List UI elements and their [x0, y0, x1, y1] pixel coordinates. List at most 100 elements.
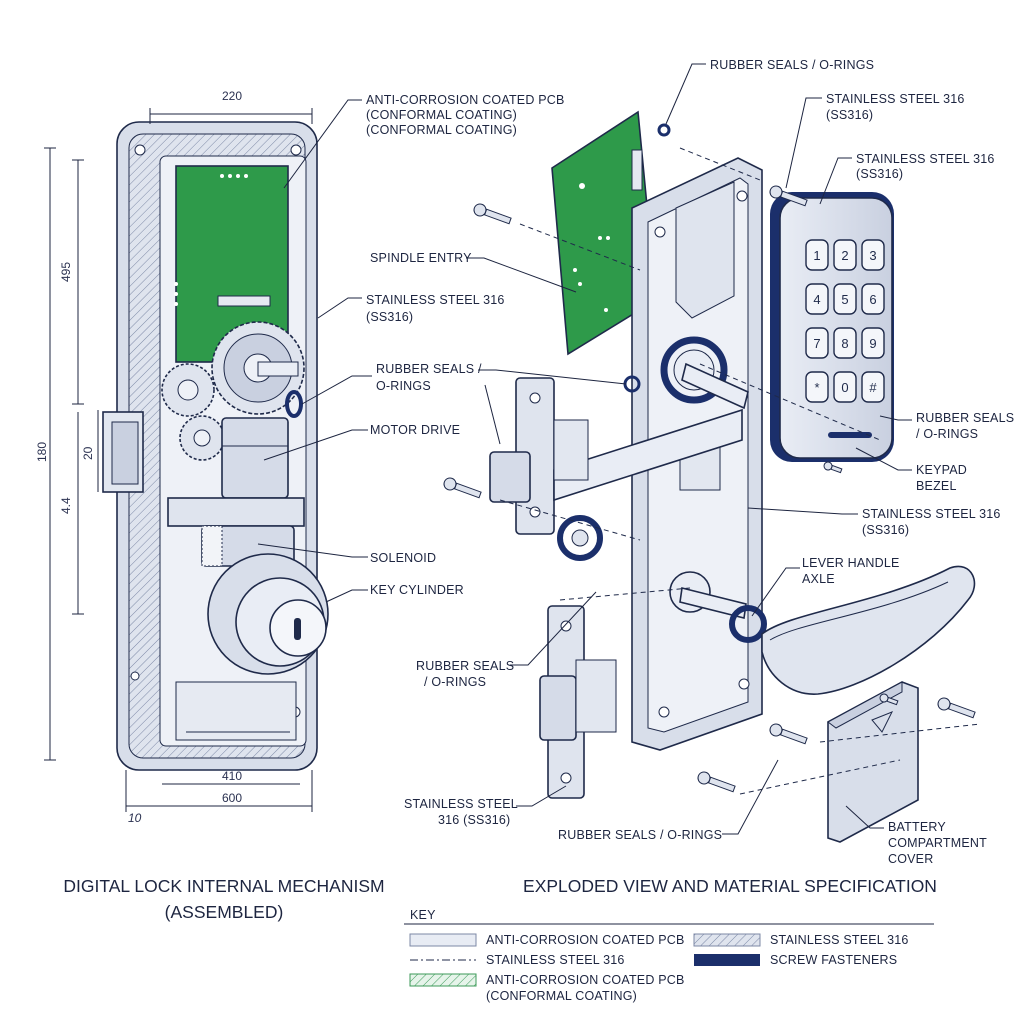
title-left-l2: (ASSEMBLED) — [165, 902, 284, 922]
keypad-key-label: 5 — [841, 292, 848, 307]
right-leaders — [466, 63, 912, 835]
lever-axle — [679, 587, 747, 619]
label-seals-bottom: RUBBER SEALS / O-RINGS — [558, 828, 722, 842]
label-key-cylinder: KEY CYLINDER — [370, 583, 464, 597]
label-pcb-l1: ANTI-CORROSION COATED PCB — [366, 93, 565, 107]
legend-item-3-l2: (CONFORMAL COATING) — [486, 989, 637, 1003]
legend-item-4: STAINLESS STEEL 316 — [770, 933, 909, 947]
legend-swatch-green — [409, 973, 477, 987]
keypad-key-label: 2 — [841, 248, 848, 263]
keyhole — [294, 618, 301, 640]
label-ss-mid-l1: STAINLESS STEEL 316 — [862, 507, 1001, 521]
pcb-pads — [174, 174, 248, 306]
dim-bottom-inner: 410 — [222, 769, 242, 783]
latch-chassis — [575, 659, 617, 733]
battery-cover-front — [827, 681, 903, 729]
keypad-key-label: 1 — [813, 248, 820, 263]
label-battery-l3: COVER — [888, 852, 933, 866]
keypad-key — [861, 327, 885, 359]
label-seals-l2: O-RINGS — [376, 379, 431, 393]
legend: KEY ANTI-CORROSION COATED PCB STAINLESS … — [404, 908, 934, 1003]
o-ring-lever — [729, 605, 767, 643]
keypad-led — [828, 432, 872, 438]
label-ss316-l2: (SS316) — [366, 310, 413, 324]
keypad-key — [805, 327, 829, 359]
label-seals-keypad-l2: / O-RINGS — [916, 427, 978, 441]
title-right: EXPLODED VIEW AND MATERIAL SPECIFICATION — [523, 876, 937, 896]
legend-swatch-grey — [693, 933, 761, 947]
keypad-key — [833, 283, 857, 315]
legend-item-3-l1: ANTI-CORROSION COATED PCB — [486, 973, 685, 987]
assembly-guides — [499, 147, 981, 795]
keypad-key-label: # — [869, 380, 877, 395]
plate-window — [675, 181, 735, 319]
label-seals-keypad-l1: RUBBER SEALS — [916, 411, 1014, 425]
battery-cover-arrow — [871, 711, 894, 733]
label-ss-keypad-l2: (SS316) — [856, 167, 903, 181]
deadbolt-tube — [553, 408, 743, 502]
spindle-o-ring — [660, 336, 728, 404]
keypad-key — [833, 327, 857, 359]
keypad-key — [833, 239, 857, 271]
legend-item-2: STAINLESS STEEL 316 — [486, 953, 625, 967]
keypad-key — [861, 283, 885, 315]
assembled-lock — [102, 121, 329, 771]
keypad-key-label: * — [814, 380, 819, 395]
label-ss-top-l2: (SS316) — [826, 108, 873, 122]
keypad-key — [833, 371, 857, 403]
label-solenoid: SOLENOID — [370, 551, 436, 565]
mount-bracket — [167, 497, 305, 527]
label-ss-bottom-l2: 316 (SS316) — [438, 813, 510, 827]
dim-height-total: 180 — [35, 442, 49, 462]
label-seals-top: RUBBER SEALS / O-RINGS — [710, 58, 874, 72]
dim-height-upper: 495 — [59, 262, 73, 282]
label-ss316-l1: STAINLESS STEEL 316 — [366, 293, 505, 307]
keypad-key-label: 7 — [813, 336, 820, 351]
title-left-l1: DIGITAL LOCK INTERNAL MECHANISM — [63, 876, 384, 896]
legend-swatch-navy — [694, 954, 760, 966]
label-seals-l1: RUBBER SEALS / — [376, 362, 482, 376]
keypad-key-label: 0 — [841, 380, 848, 395]
label-lever-l2: AXLE — [802, 572, 835, 586]
label-motor: MOTOR DRIVE — [370, 423, 460, 437]
lever-handle — [761, 565, 976, 695]
legend-item-5: SCREW FASTENERS — [770, 953, 897, 967]
screw-fasteners — [443, 185, 976, 793]
keypad-key — [861, 239, 885, 271]
solenoid-coil — [201, 525, 223, 567]
pcb-connector — [217, 295, 271, 307]
plate-screw-holes — [654, 190, 750, 718]
latch-body — [539, 675, 577, 741]
label-keypad-l2: BEZEL — [916, 479, 957, 493]
keypad-key-label: 3 — [869, 248, 876, 263]
keypad-key-label: 4 — [813, 292, 820, 307]
o-ring-top — [657, 123, 671, 137]
label-pcb-l2: (CONFORMAL COATING) — [366, 108, 517, 122]
o-ring-left — [285, 390, 303, 418]
dim-depth: 10 — [128, 811, 142, 825]
label-ss-top-l1: STAINLESS STEEL 316 — [826, 92, 965, 106]
legend-swatch-light — [409, 933, 477, 947]
dim-bottom-outer: 600 — [222, 791, 242, 805]
lower-plate — [175, 681, 297, 741]
label-ss-keypad-l1: STAINLESS STEEL 316 — [856, 152, 995, 166]
deadbolt-cage — [553, 419, 589, 481]
left-leaders — [257, 99, 372, 603]
latch-face — [111, 421, 139, 485]
keypad-key-label: 8 — [841, 336, 848, 351]
label-lever-l1: LEVER HANDLE — [802, 556, 900, 570]
spindle-axle — [681, 362, 749, 410]
label-spindle: SPINDLE ENTRY — [370, 251, 472, 265]
label-battery-l2: COMPARTMENT — [888, 836, 987, 850]
spindle-shaft — [257, 361, 299, 377]
deadbolt-block — [489, 451, 531, 503]
keypad-key — [805, 371, 829, 403]
keypad-key — [805, 283, 829, 315]
motor-drive — [221, 417, 289, 499]
legend-item-1: ANTI-CORROSION COATED PCB — [486, 933, 685, 947]
keypad-key — [805, 239, 829, 271]
exploded-pcb-pads — [573, 183, 610, 312]
label-keypad-l1: KEYPAD — [916, 463, 967, 477]
